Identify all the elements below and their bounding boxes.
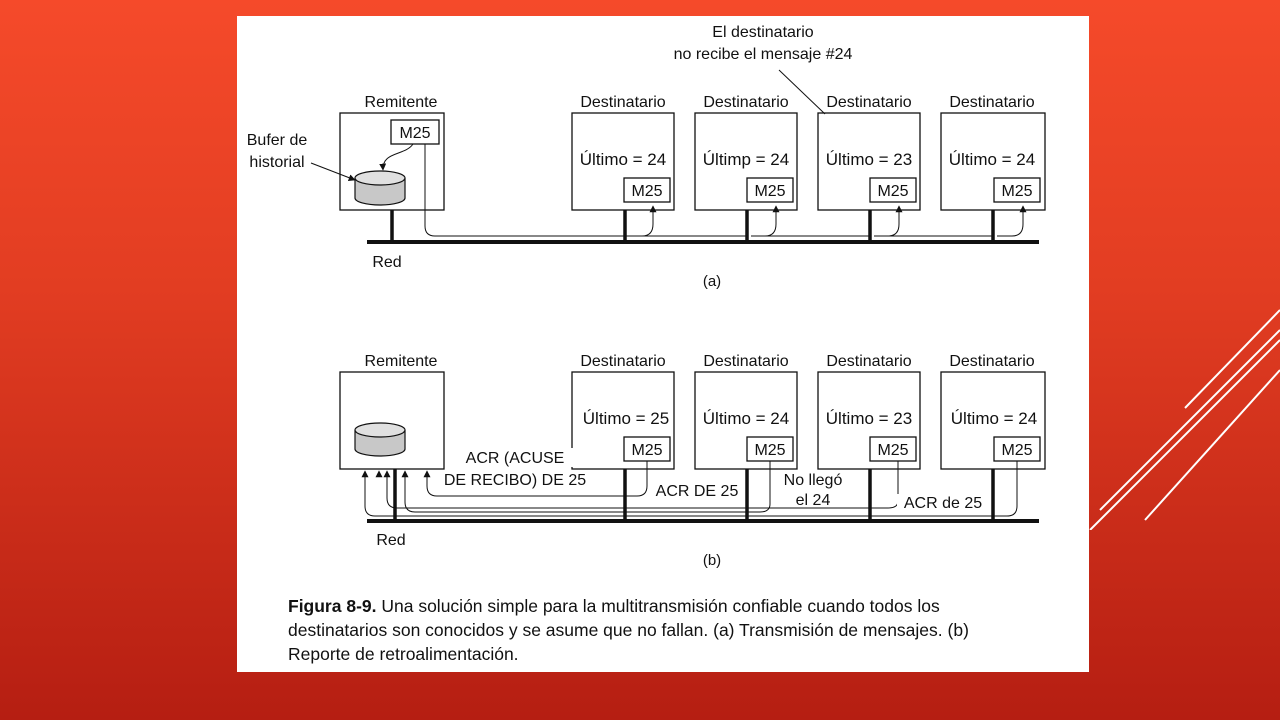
receiver-a-4: Destinatario Último = 24 M25 xyxy=(940,94,1046,211)
receiver-message: M25 xyxy=(754,442,785,459)
network-label-a: Red xyxy=(372,254,401,271)
buffer-label-line1: Bufer de xyxy=(247,132,308,149)
receiver-b-2: Destinatario Último = 24 M25 xyxy=(694,353,798,470)
caption-text: Una solución simple para la multitransmi… xyxy=(288,596,969,664)
receiver-label: Destinatario xyxy=(826,353,911,370)
caption-label: Figura 8-9. xyxy=(288,596,377,616)
note-pointer xyxy=(778,69,826,115)
ack-label-4: ACR de 25 xyxy=(904,495,982,512)
receiver-label: Destinatario xyxy=(949,353,1034,370)
send-path xyxy=(419,143,623,237)
receiver-label: Destinatario xyxy=(703,353,788,370)
receiver-a-1: Destinatario Último = 24 M25 xyxy=(571,94,675,211)
sender-message-box-a xyxy=(390,119,440,145)
receiver-message: M25 xyxy=(631,442,662,459)
receiver-b-4: Destinatario Último = 24 M25 xyxy=(940,353,1046,470)
receiver-last: Últimp = 24 xyxy=(703,150,789,169)
ack-label-2: ACR DE 25 xyxy=(656,483,739,500)
receiver-label: Destinatario xyxy=(703,94,788,111)
receiver-message: M25 xyxy=(754,183,785,200)
note-line2: no recibe el mensaje #24 xyxy=(674,46,853,63)
receiver-last: Último = 24 xyxy=(580,150,666,169)
receiver-label: Destinatario xyxy=(580,353,665,370)
receiver-last: Último = 24 xyxy=(703,409,789,428)
receiver-last: Último = 23 xyxy=(826,409,912,428)
receiver-a-2: Destinatario Últimp = 24 M25 xyxy=(694,94,798,211)
multicast-diagram: Remitente M25 Bufer de historial Destina… xyxy=(247,24,1046,569)
receiver-last: Último = 25 xyxy=(583,409,669,428)
buffer-pointer xyxy=(310,162,356,181)
receiver-message: M25 xyxy=(877,183,908,200)
receiver-label: Destinatario xyxy=(826,94,911,111)
nack-label-line2: el 24 xyxy=(796,492,831,509)
nack-label-line1: No llegó xyxy=(784,472,843,489)
part-b: Remitente Destinatario Último = 25 M25 D… xyxy=(339,353,1046,569)
ack-label-line1: ACR (ACUSE xyxy=(466,450,565,467)
receiver-message: M25 xyxy=(1001,183,1032,200)
part-a: Remitente M25 Bufer de historial Destina… xyxy=(247,24,1046,290)
sender-label-b: Remitente xyxy=(365,353,438,370)
part-label-a: (a) xyxy=(703,273,721,290)
buffer-label-line2: historial xyxy=(249,154,304,171)
network-label-b: Red xyxy=(376,532,405,549)
history-buffer-icon xyxy=(354,170,406,206)
history-buffer-icon xyxy=(354,422,406,457)
receiver-message: M25 xyxy=(631,183,662,200)
note-line1: El destinatario xyxy=(712,24,813,41)
receiver-b-3: Destinatario Último = 23 M25 xyxy=(817,353,921,470)
receiver-label: Destinatario xyxy=(949,94,1034,111)
receiver-b-1: Destinatario Último = 25 M25 xyxy=(571,353,675,470)
receiver-last: Último = 24 xyxy=(949,150,1035,169)
ack-label-line2: DE RECIBO) DE 25 xyxy=(444,472,586,489)
receiver-last: Último = 24 xyxy=(951,409,1037,428)
receiver-message: M25 xyxy=(1001,442,1032,459)
receiver-last: Último = 23 xyxy=(826,150,912,169)
sender-label-a: Remitente xyxy=(365,94,438,111)
store-arrow xyxy=(379,143,414,171)
decorative-lines xyxy=(1089,309,1280,530)
receiver-label: Destinatario xyxy=(580,94,665,111)
receiver-message: M25 xyxy=(877,442,908,459)
figure-caption: Figura 8-9. Una solución simple para la … xyxy=(288,594,1008,666)
part-label-b: (b) xyxy=(703,552,721,569)
figure-panel: Remitente M25 Bufer de historial Destina… xyxy=(237,16,1089,672)
sender-message-a: M25 xyxy=(399,125,430,142)
receiver-a-3: Destinatario Último = 23 M25 xyxy=(817,94,921,211)
